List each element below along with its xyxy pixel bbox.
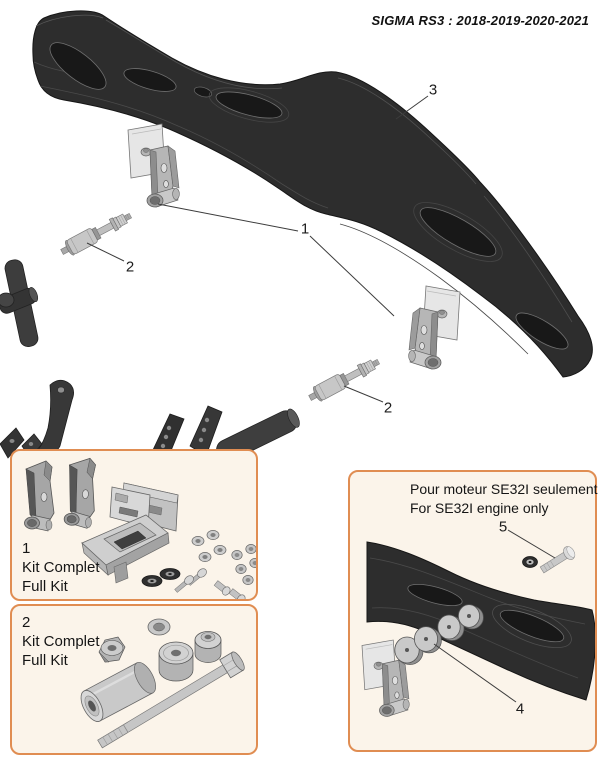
kit2-flange-nut (98, 636, 126, 663)
kit2-bushing-large (158, 641, 194, 682)
callout-2-right: 2 (383, 399, 393, 417)
kit1-label-en: Full Kit (22, 578, 68, 595)
kit1-box: 1 Kit Complet Full Kit (10, 449, 258, 601)
kit1-label-fr: Kit Complet (22, 559, 100, 576)
kit1-nuts (231, 544, 256, 585)
kit2-long-bolt (97, 651, 245, 749)
callout-1: 1 (300, 220, 310, 238)
kit2-caption: 2 Kit Complet Full Kit (22, 613, 100, 670)
callout-4: 4 (515, 700, 525, 718)
kit2-number: 2 (22, 614, 31, 631)
callout-2-left: 2 (125, 258, 135, 276)
se32i-leader-lines (433, 529, 556, 703)
mount-bracket-left (127, 123, 180, 208)
chassis-fragment-hook-bracket (37, 379, 74, 456)
callout-leader-lines (86, 95, 429, 403)
kit2-bushing-small (194, 631, 222, 663)
kit1-bracket-a (24, 460, 55, 532)
kit1-washers (191, 530, 227, 562)
kit1-caption: 1 Kit Complet Full Kit (22, 539, 100, 596)
callout-5: 5 (498, 518, 508, 536)
se32i-box: Pour moteur SE32I seulement For SE32I en… (348, 470, 598, 752)
kit2-spacer-tube (80, 662, 156, 722)
kit1-button-screws (213, 580, 246, 599)
callout-3: 3 (428, 81, 438, 99)
se32i-spacer-washers (394, 604, 484, 665)
kit1-base-plate (81, 514, 170, 584)
kit2-washer (147, 618, 171, 636)
pivot-bolt-left (57, 208, 135, 260)
page-title: SIGMA RS3 : 2018-2019-2020-2021 (371, 13, 589, 28)
pivot-bolt-right (305, 354, 383, 406)
mount-bracket-right (408, 285, 461, 370)
kit1-flathead-screws (174, 568, 207, 593)
kit2-label-fr: Kit Complet (22, 633, 100, 650)
chassis-fragment-right-tube (216, 408, 300, 462)
se32i-screw (522, 546, 576, 574)
kit1-art (24, 456, 256, 599)
chassis-fragment-holed-plates (151, 405, 223, 459)
kit1-number: 1 (22, 540, 31, 557)
kit1-bracket-b (63, 456, 99, 530)
kit2-label-en: Full Kit (22, 652, 68, 669)
se32i-note-en: For SE32I engine only (410, 500, 549, 516)
se32i-art (361, 529, 595, 717)
se32i-note-fr: Pour moteur SE32I seulement (410, 481, 598, 497)
se32i-note: Pour moteur SE32I seulement For SE32I en… (410, 480, 598, 518)
kit2-box: 2 Kit Complet Full Kit (10, 604, 258, 755)
kit1-countersunk-washers (141, 568, 181, 587)
chassis-fragment-left-tubes (0, 259, 39, 348)
kit2-art (80, 618, 245, 749)
bumper-illustration (32, 10, 593, 378)
